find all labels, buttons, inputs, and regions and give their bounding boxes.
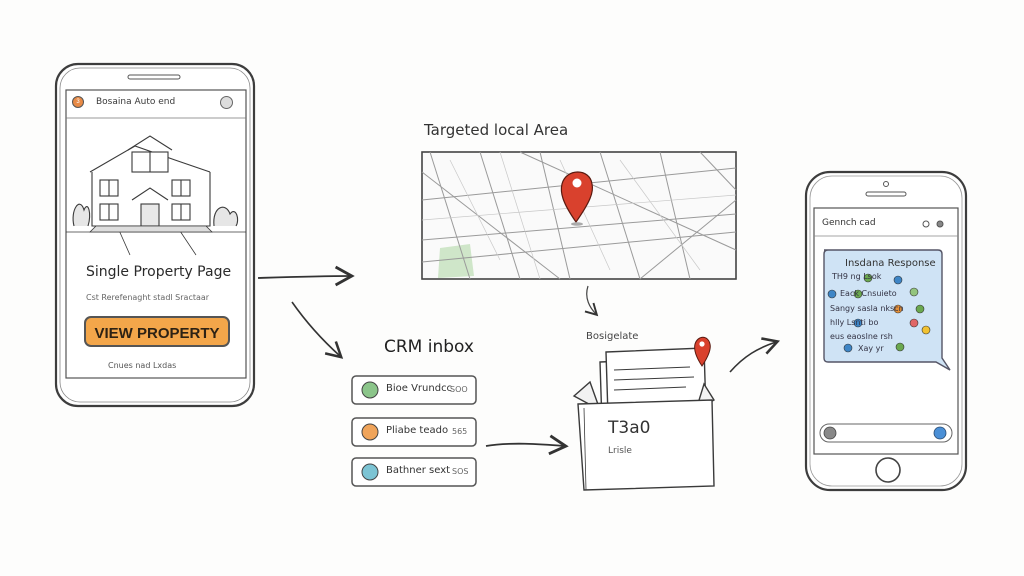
crm-item-label: Bathner sext bbox=[386, 465, 451, 476]
crm-item-label: Pliabe teado bbox=[386, 425, 449, 436]
view-property-button[interactable]: VIEW PROPERTY bbox=[84, 316, 230, 347]
left-app-title: Bosaina Auto end bbox=[96, 97, 176, 107]
map-title: Targeted local Area bbox=[424, 121, 569, 139]
arrow-box-to-phone bbox=[729, 337, 781, 373]
crm-item-label: Bioe Vrundcc bbox=[386, 383, 453, 394]
left-footer-text: Cnues nad Lxdas bbox=[108, 361, 177, 370]
left-phone bbox=[54, 62, 256, 408]
box-pin-icon bbox=[694, 336, 711, 367]
chat-line: Eack Cnsuieto bbox=[840, 289, 897, 298]
app-icon: 3 bbox=[72, 96, 84, 108]
chat-line: Sangy sasla nkscn bbox=[830, 304, 904, 313]
chat-bubble-title: Insdana Response bbox=[845, 258, 936, 269]
box-sub: Lrisle bbox=[608, 446, 632, 456]
page-subtitle: Cst Rerefenaght stadl Sractaar bbox=[86, 293, 210, 302]
house-illustration bbox=[66, 135, 246, 256]
box-count: T3a0 bbox=[608, 418, 651, 438]
map-pin-icon bbox=[560, 171, 594, 226]
box-label: Bosigelate bbox=[586, 331, 639, 342]
right-phone bbox=[804, 170, 968, 492]
arrow-phone-to-crm bbox=[291, 301, 344, 359]
arrow-phone-to-map bbox=[257, 265, 355, 287]
arrow-crm-to-box bbox=[485, 434, 569, 456]
chat-title: Gennch cad bbox=[822, 218, 876, 228]
inbox-box-illustration bbox=[572, 347, 715, 491]
chat-line: TH9 ng Lsok bbox=[832, 272, 882, 281]
crm-item-count: SOO bbox=[450, 385, 468, 394]
menu-icon[interactable] bbox=[220, 96, 233, 109]
chat-emoji-icons bbox=[827, 273, 931, 353]
arrow-map-to-box bbox=[584, 285, 599, 317]
chat-line: eus eaoslne rsh bbox=[830, 332, 893, 341]
crm-title: CRM inbox bbox=[384, 337, 474, 357]
page-title: Single Property Page bbox=[86, 264, 232, 280]
crm-inbox bbox=[351, 375, 477, 487]
crm-item-count: SOS bbox=[452, 467, 469, 476]
chat-line: hlly Lsnti bo bbox=[830, 318, 879, 327]
crm-item-count: 565 bbox=[452, 427, 468, 436]
chat-line: Xay yr bbox=[858, 344, 884, 353]
